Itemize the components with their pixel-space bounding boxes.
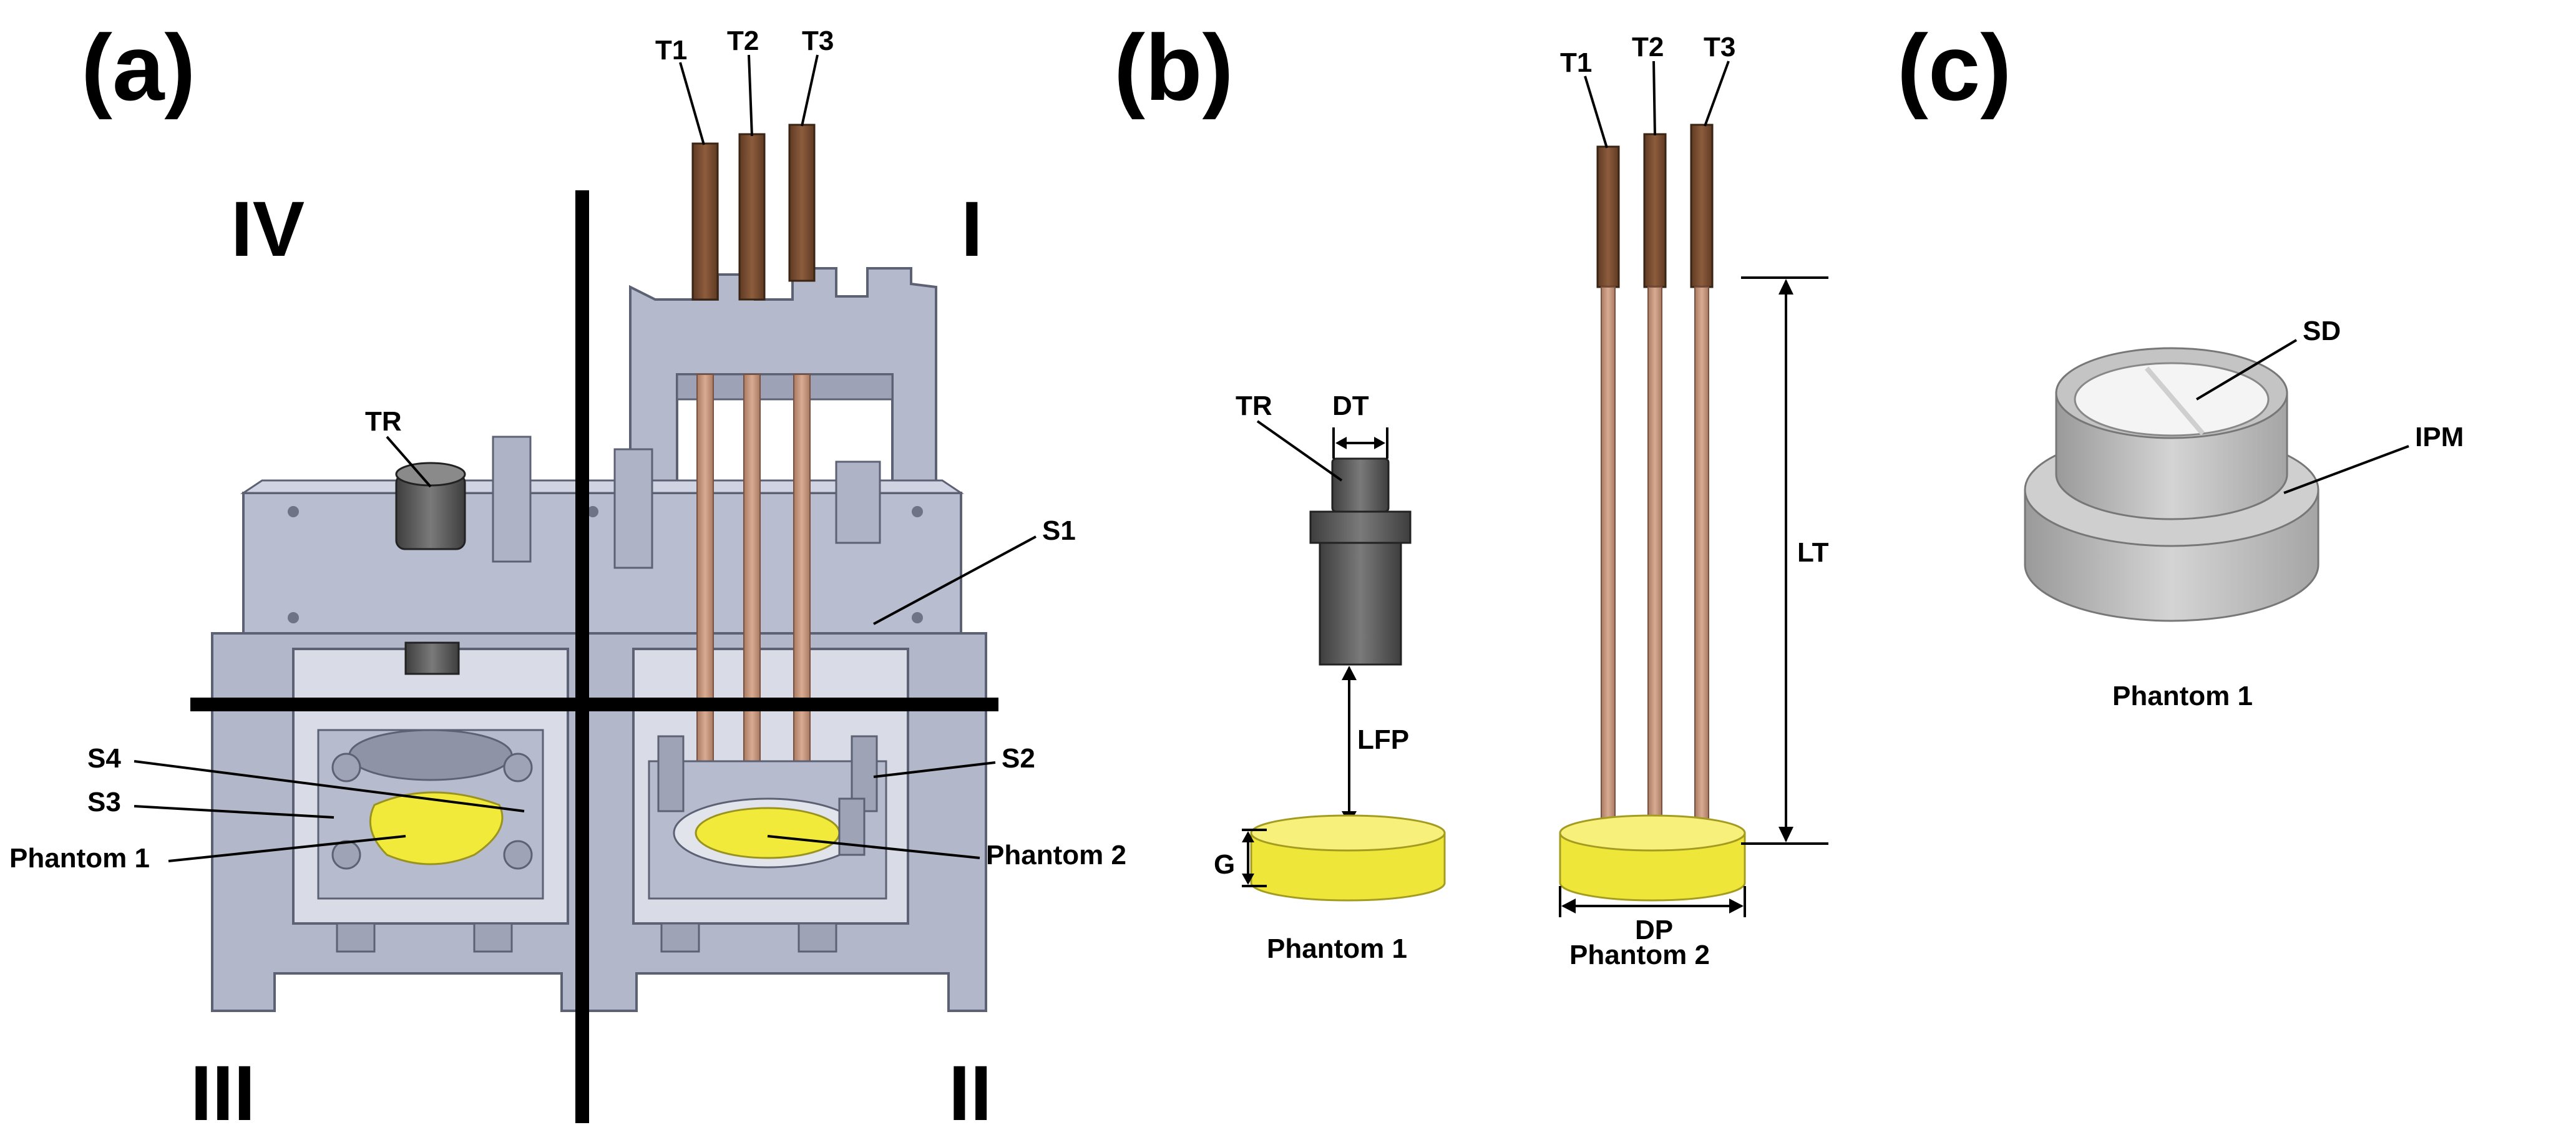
- phantom1-disc-b: [1250, 814, 1446, 902]
- rods-a: [691, 124, 816, 824]
- label-a-tr: TR: [365, 406, 402, 437]
- label-b-t1: T1: [1560, 47, 1592, 78]
- quadrant-iii: III: [190, 1050, 255, 1135]
- panel-c-label: (c): [1897, 15, 2011, 120]
- transducer-a: [395, 462, 466, 675]
- panel-b-label: (b): [1114, 15, 1234, 120]
- label-a-s2: S2: [1002, 743, 1035, 774]
- label-b-t2: T2: [1632, 32, 1664, 62]
- transducer-b: [1309, 457, 1412, 666]
- divider-horizontal: [190, 698, 998, 711]
- quadrant-i: I: [961, 186, 983, 273]
- label-a-s3: S3: [87, 787, 121, 817]
- quadrant-iv: IV: [231, 186, 305, 273]
- quadrant-ii: II: [949, 1050, 992, 1135]
- label-a-t2: T2: [727, 26, 759, 56]
- phantom1-holder-a: [317, 729, 544, 900]
- label-b-lt: LT: [1797, 537, 1829, 568]
- phantom2-disc-b: [1559, 814, 1746, 902]
- posts: [492, 436, 881, 569]
- phantom2-holder-a: [648, 735, 887, 900]
- label-a-s1: S1: [1042, 515, 1076, 546]
- label-b-t3: T3: [1704, 32, 1735, 62]
- label-c-phantom1: Phantom 1: [2112, 681, 2253, 711]
- panel-b: (b) TR DT LFP G Phantom 1: [1114, 15, 1829, 970]
- label-c-sd: SD: [2303, 316, 2341, 346]
- label-b-phantom2: Phantom 2: [1569, 940, 1710, 970]
- label-b-tr: TR: [1236, 391, 1272, 421]
- divider-vertical: [575, 190, 589, 1123]
- label-a-t3: T3: [802, 26, 834, 56]
- label-b-dt: DT: [1332, 391, 1369, 421]
- label-a-phantom2: Phantom 2: [986, 840, 1126, 870]
- label-b-dp: DP: [1635, 915, 1673, 945]
- panel-a: (a): [9, 15, 1126, 1135]
- label-b-lfp: LFP: [1357, 724, 1409, 755]
- label-b-g: G: [1214, 849, 1235, 880]
- label-a-phantom1: Phantom 1: [9, 843, 150, 874]
- label-a-t1: T1: [655, 35, 687, 66]
- panel-c: (c) SD IPM Phantom 1: [1897, 15, 2464, 711]
- rods-b: [1596, 124, 1714, 831]
- label-b-phantom1: Phantom 1: [1267, 933, 1407, 964]
- label-c-ipm: IPM: [2415, 422, 2464, 452]
- label-a-s4: S4: [87, 743, 121, 774]
- panel-a-label: (a): [81, 15, 195, 120]
- phantom1-ring-c: [2024, 347, 2320, 622]
